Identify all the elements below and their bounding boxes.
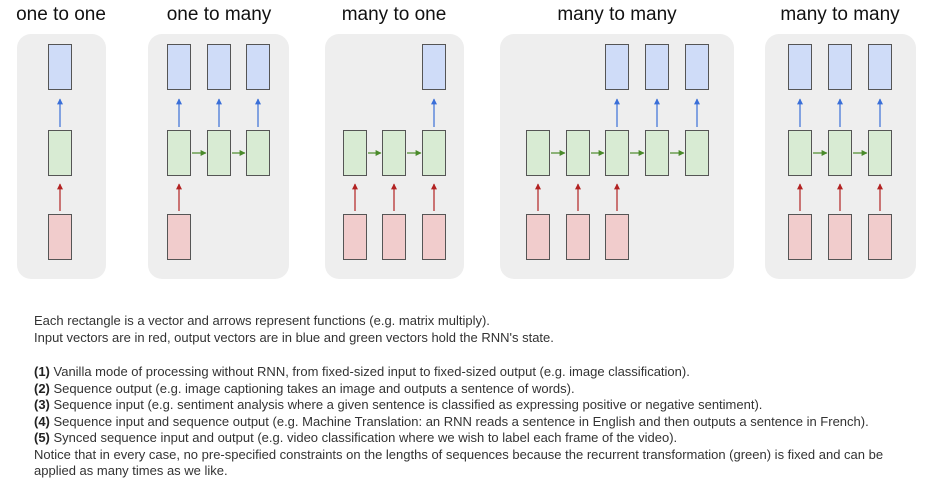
output-vector [246,44,270,90]
output-vector [605,44,629,90]
caption-item-text: Vanilla mode of processing without RNN, … [49,364,690,379]
input-vector [343,214,367,260]
output-vector [167,44,191,90]
caption-item-number: (5) [34,430,50,445]
caption-notice: Notice that in every case, no pre-specif… [34,446,884,479]
caption-intro-line-1: Each rectangle is a vector and arrows re… [34,313,490,328]
output-vector [828,44,852,90]
hidden-state-vector [788,130,812,176]
caption-item-number: (1) [34,364,50,379]
input-vector [422,214,446,260]
caption-item-text: Sequence output (e.g. image captioning t… [49,380,575,396]
output-vector [788,44,812,90]
diagram-title-4: many to many [557,4,677,25]
hidden-state-vector [167,130,191,176]
hidden-state-vector [605,130,629,176]
hidden-state-vector [566,130,590,176]
caption-item-number: (3) [34,397,50,412]
hidden-state-vector [48,130,72,176]
hidden-state-vector [645,130,669,176]
output-vector [422,44,446,90]
input-vector [566,214,590,260]
hidden-state-vector [828,130,852,176]
diagram-title-1: one to one [16,4,106,25]
hidden-state-vector [868,130,892,176]
diagram-title-5: many to many [780,4,900,25]
caption-item-text: Synced sequence input and output (e.g. v… [49,430,678,445]
diagram-title-2: one to many [166,4,272,25]
caption-item-4: (4) Sequence input and sequence output (… [34,414,914,431]
caption-item-number: (2) [34,380,50,396]
input-vector [828,214,852,260]
caption-item-text: Sequence input and sequence output (e.g.… [49,413,869,429]
diagram-title-3: many to one [341,4,447,25]
input-vector [868,214,892,260]
caption-list: (1) Vanilla mode of processing without R… [34,364,914,480]
caption-intro: Each rectangle is a vector and arrows re… [34,313,914,346]
input-vector [788,214,812,260]
output-vector [645,44,669,90]
caption-item-3: (3) Sequence input (e.g. sentiment analy… [34,397,914,414]
output-vector [685,44,709,90]
hidden-state-vector [422,130,446,176]
caption-item-5: (5) Synced sequence input and output (e.… [34,430,914,447]
input-vector [526,214,550,260]
hidden-state-vector [382,130,406,176]
hidden-state-vector [343,130,367,176]
caption-item-1: (1) Vanilla mode of processing without R… [34,364,914,381]
hidden-state-vector [526,130,550,176]
caption-item-number: (4) [34,413,50,429]
output-vector [207,44,231,90]
caption-intro-line-2: Input vectors are in red, output vectors… [34,329,554,345]
output-vector [48,44,72,90]
input-vector [48,214,72,260]
hidden-state-vector [685,130,709,176]
input-vector [167,214,191,260]
input-vector [382,214,406,260]
hidden-state-vector [246,130,270,176]
caption-item-text: Sequence input (e.g. sentiment analysis … [49,397,763,412]
caption-item-2: (2) Sequence output (e.g. image captioni… [34,381,914,398]
input-vector [605,214,629,260]
output-vector [868,44,892,90]
hidden-state-vector [207,130,231,176]
